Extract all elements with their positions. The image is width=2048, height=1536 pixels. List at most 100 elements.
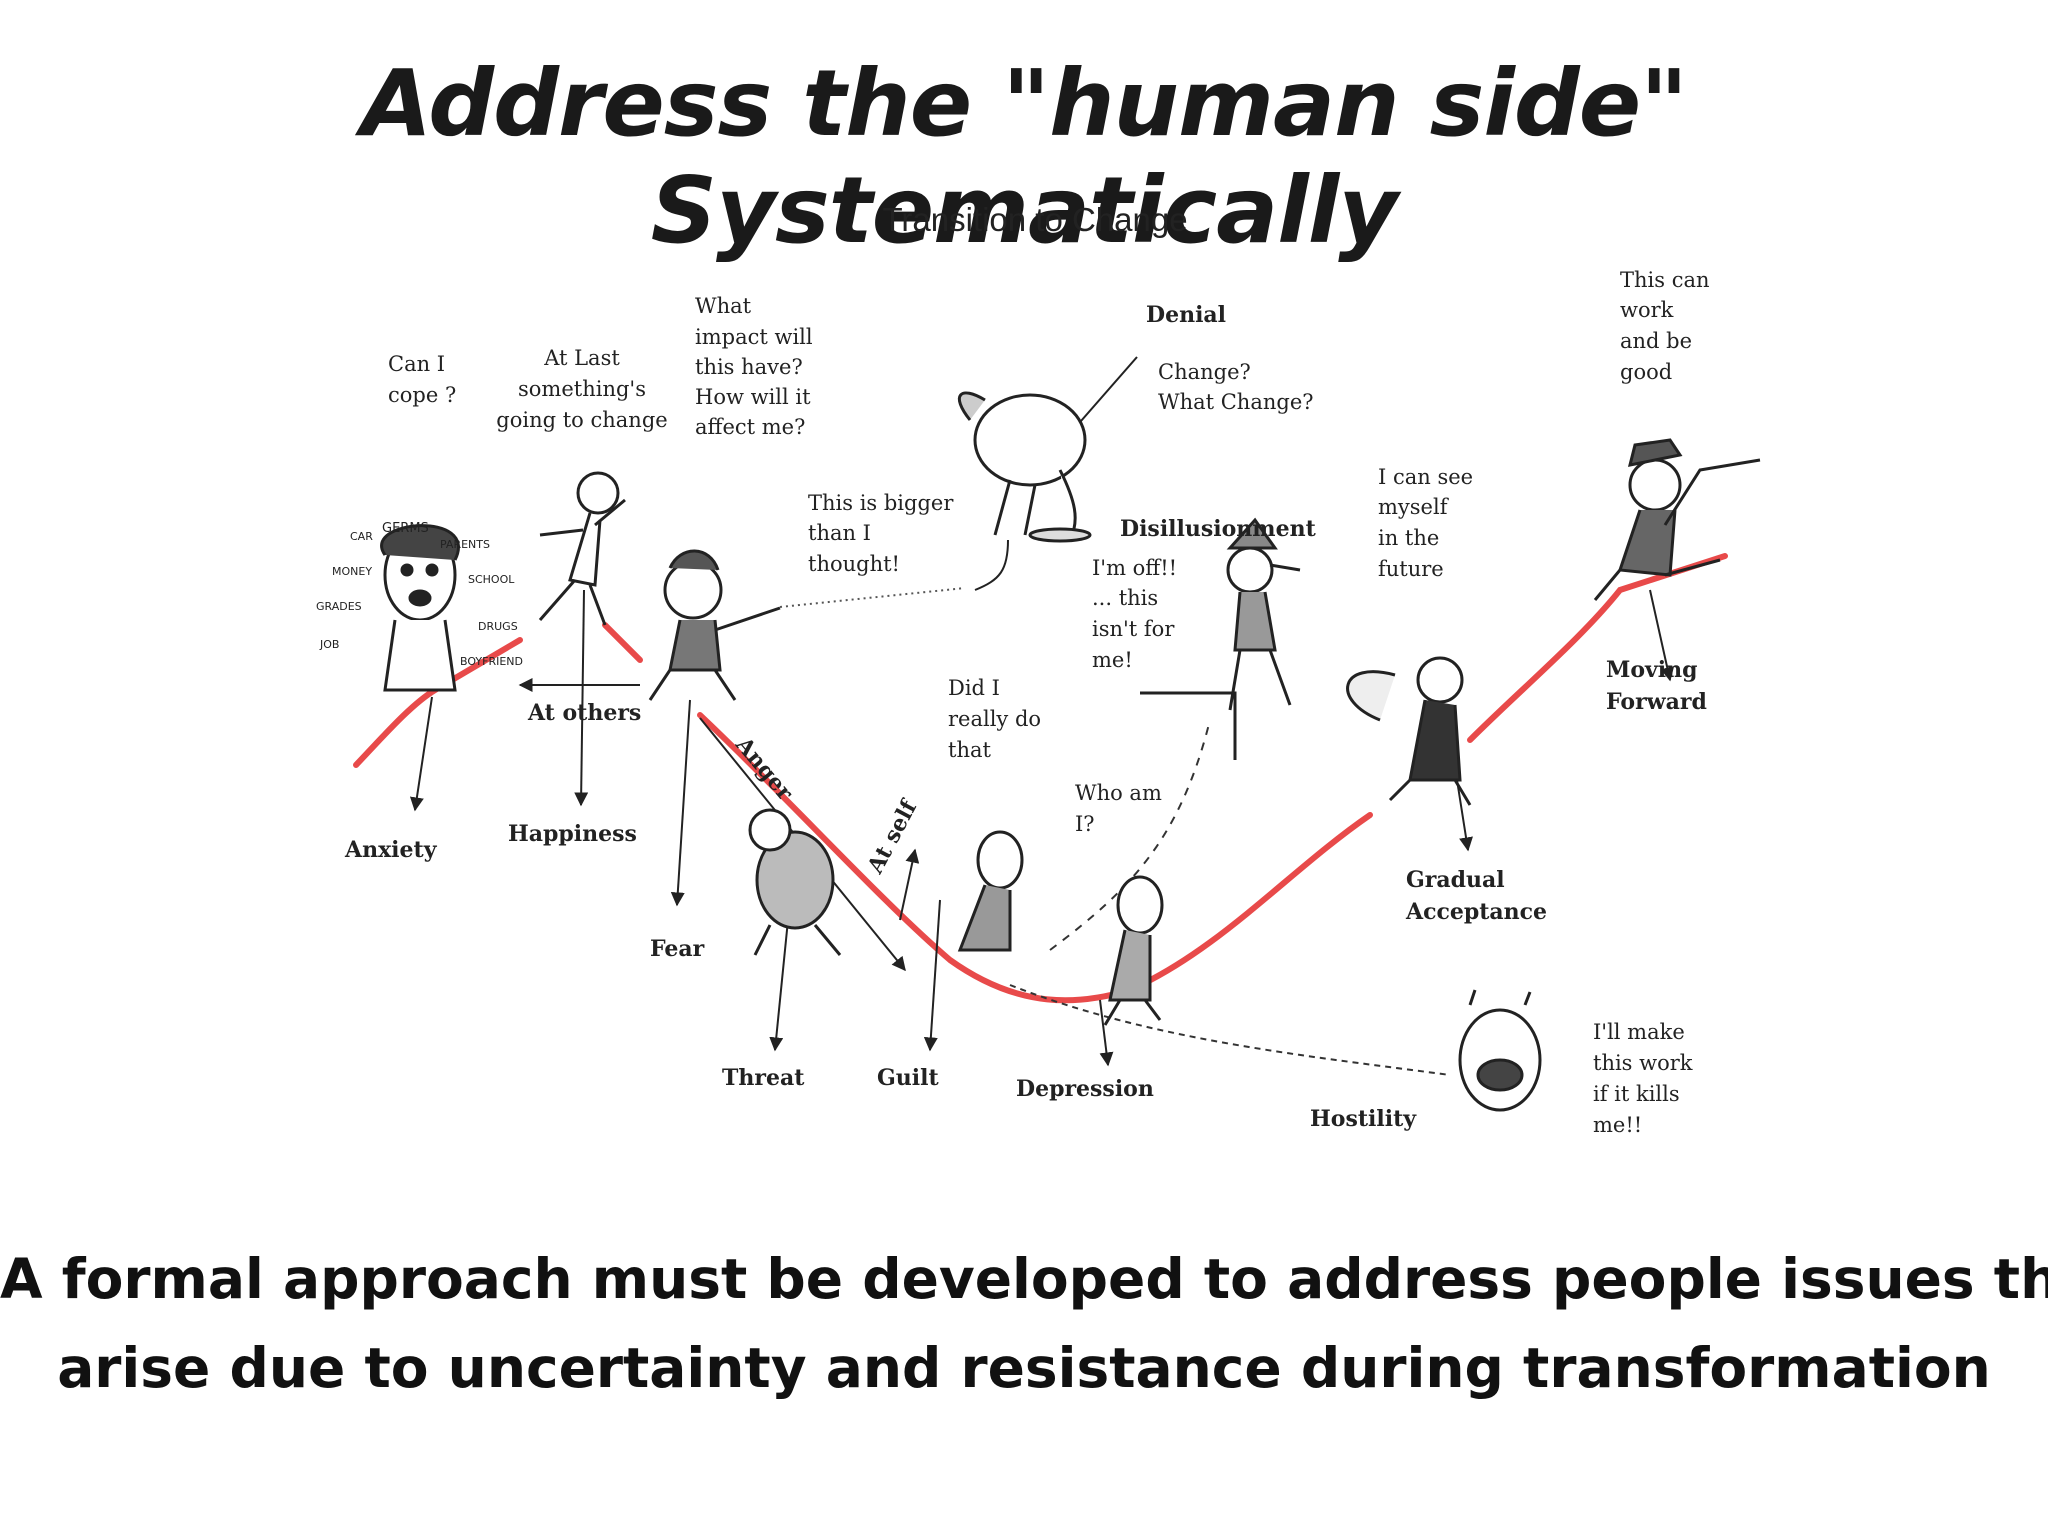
figure-moving-forward: [1593, 438, 1761, 601]
stage-guilt: Guilt: [877, 1065, 939, 1091]
svg-text:How will it: How will it: [695, 385, 811, 409]
quote-who-am-i: Who am I?: [1075, 781, 1162, 836]
stage-denial: Denial: [1146, 302, 1226, 328]
figure-fear: [648, 549, 781, 701]
quote-see-myself: I can see myself in the future: [1378, 465, 1473, 581]
stage-anxiety: Anxiety: [344, 837, 438, 863]
svg-text:Can I: Can I: [388, 352, 445, 376]
quote-at-last: At Last something's going to change: [496, 346, 667, 432]
svg-text:really do: really do: [948, 707, 1041, 731]
arrow-guilt: [923, 899, 941, 1052]
curve-segment-peak: [602, 622, 643, 663]
svg-text:if it kills: if it kills: [1593, 1082, 1680, 1106]
quote-bigger-than: This is bigger than I thought!: [808, 491, 954, 576]
figure-acceptance-angel: [1346, 656, 1472, 806]
svg-text:cope ?: cope ?: [388, 383, 456, 407]
svg-text:going to change: going to change: [496, 408, 667, 432]
svg-text:What: What: [695, 294, 752, 318]
svg-text:me!: me!: [1092, 648, 1133, 672]
figure-guilt: [957, 830, 1024, 952]
svg-text:Who am: Who am: [1075, 781, 1162, 805]
arrow-anxiety: [409, 696, 433, 812]
quote-make-this-work: I'll make this work if it kills me!!: [1593, 1020, 1693, 1137]
svg-text:... this: ... this: [1092, 586, 1158, 610]
svg-text:GRADES: GRADES: [316, 600, 362, 613]
figure-disillusion: [1226, 517, 1301, 711]
svg-text:BOYFRIEND: BOYFRIEND: [460, 655, 523, 668]
svg-text:future: future: [1378, 557, 1444, 581]
svg-text:than I: than I: [808, 521, 871, 545]
svg-text:I'm off!!: I'm off!!: [1092, 556, 1177, 580]
diagram-heading: Transition to Change: [882, 201, 1187, 238]
figure-hostility: [1458, 989, 1542, 1112]
svg-text:work: work: [1620, 298, 1674, 322]
quote-what-impact: What impact will this have? How will it …: [695, 294, 813, 439]
stage-happiness: Happiness: [508, 821, 637, 847]
stage-gradual: Gradual: [1406, 867, 1505, 893]
stage-threat: Threat: [722, 1065, 805, 1091]
figure-depression: [1103, 875, 1164, 1026]
svg-text:I?: I?: [1075, 812, 1095, 836]
stage-disillusionment: Disillusionment: [1120, 516, 1317, 542]
quote-can-i-cope: Can I cope ?: [388, 352, 456, 407]
stage-hostility: Hostility: [1310, 1106, 1417, 1132]
quotes: Can I cope ? At Last something's going t…: [388, 268, 1710, 1137]
svg-text:this have?: this have?: [695, 355, 803, 379]
change-curve: [353, 553, 1728, 1004]
arrow-depression: [1099, 999, 1114, 1067]
svg-text:in the: in the: [1378, 526, 1439, 550]
label-at-others: At others: [527, 700, 641, 726]
svg-text:me!!: me!!: [1593, 1113, 1642, 1137]
anxiety-words: GERMS PARENTS SCHOOL DRUGS BOYFRIEND JOB…: [316, 521, 523, 668]
stage-acceptance: Acceptance: [1405, 899, 1547, 925]
label-at-self: At self: [862, 795, 923, 879]
quote-did-i: Did I really do that: [948, 676, 1041, 762]
dotted-line-bigger: [779, 587, 966, 608]
svg-text:that: that: [948, 738, 991, 762]
svg-text:impact will: impact will: [695, 325, 813, 349]
svg-text:I'll make: I'll make: [1593, 1020, 1685, 1044]
curve-segment-fall: [697, 712, 1373, 1004]
svg-text:DRUGS: DRUGS: [478, 620, 518, 633]
slide-footer: A formal approach must be developed to a…: [0, 1235, 2048, 1413]
pointer-disillusion: [1140, 691, 1237, 760]
svg-text:good: good: [1620, 360, 1672, 384]
figure-denial-ostrich: [957, 391, 1092, 543]
pointer-denial: [974, 539, 1009, 591]
svg-text:JOB: JOB: [319, 638, 339, 651]
figure-threat: [748, 808, 842, 956]
svg-text:myself: myself: [1378, 495, 1450, 519]
dashed-line-hostility: [1009, 984, 1451, 1076]
svg-text:this work: this work: [1593, 1051, 1693, 1075]
svg-text:What Change?: What Change?: [1158, 390, 1314, 414]
figure-anxiety: [380, 524, 460, 692]
stage-fear: Fear: [650, 936, 705, 962]
figure-happiness: [538, 471, 626, 626]
arrow-fear: [670, 699, 691, 907]
stage-moving: Moving: [1606, 657, 1698, 683]
footer-line-2: arise due to uncertainty and resistance …: [57, 1336, 1991, 1400]
quote-this-can-work: This can work and be good: [1620, 268, 1710, 384]
arrow-at-self: [899, 848, 920, 921]
svg-text:CAR: CAR: [350, 530, 373, 543]
footer-line-1: A formal approach must be developed to a…: [0, 1247, 2048, 1311]
svg-text:SCHOOL: SCHOOL: [468, 573, 515, 586]
svg-text:isn't for: isn't for: [1092, 617, 1175, 641]
arrow-gradual-acceptance: [1456, 779, 1473, 852]
svg-text:Did I: Did I: [948, 676, 1000, 700]
arrow-moving-forward: [1649, 589, 1675, 682]
svg-text:thought!: thought!: [808, 552, 900, 576]
svg-text:affect me?: affect me?: [695, 415, 805, 439]
svg-text:something's: something's: [518, 377, 646, 401]
svg-text:PARENTS: PARENTS: [440, 538, 490, 551]
slide-title: Address the "human side" Systematically: [360, 50, 1688, 264]
curve-segment-rise: [353, 637, 523, 768]
svg-text:GERMS: GERMS: [382, 521, 429, 536]
stage-depression: Depression: [1016, 1076, 1154, 1102]
svg-text:MONEY: MONEY: [332, 565, 372, 578]
arrow-happiness: [574, 589, 589, 807]
svg-text:Change?: Change?: [1158, 360, 1251, 384]
svg-text:and be: and be: [1620, 329, 1692, 353]
svg-text:I can see: I can see: [1378, 465, 1473, 489]
